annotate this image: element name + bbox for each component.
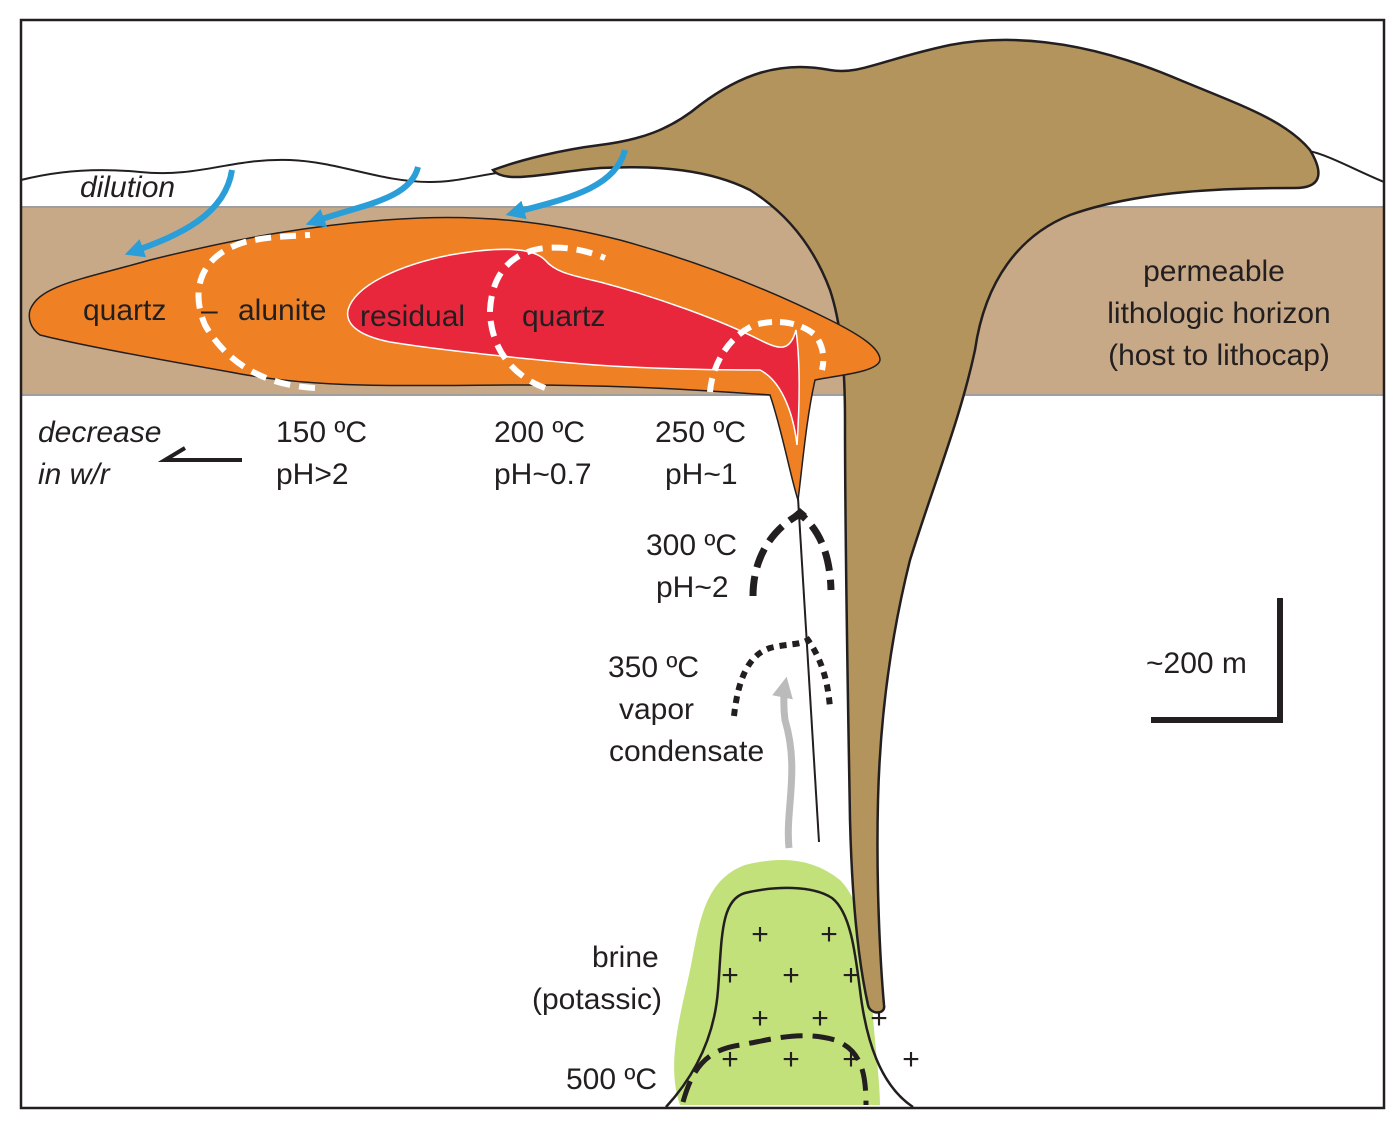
plus-mark: +	[811, 1002, 829, 1035]
dilution-arrow-middle	[305, 166, 421, 228]
scale-bar-label: ~200 m	[1146, 647, 1247, 680]
diatreme-breccia	[490, 38, 1320, 1014]
dilution-arrow-left	[124, 169, 235, 258]
intrusion-plus-marks: + + + + + + + + + + + +	[721, 918, 920, 1076]
isotherm-300	[749, 509, 835, 597]
plus-mark: +	[782, 959, 800, 992]
plus-mark: +	[782, 1043, 800, 1076]
horizon-label-line3: (host to lithocap)	[1108, 339, 1330, 372]
decrease-label-wr: in w/r	[38, 458, 111, 491]
potassic-label: (potassic)	[532, 983, 662, 1016]
temp-350-label: 350 ºC	[608, 651, 699, 684]
zone-label-quartz-left: quartz	[83, 294, 166, 327]
isotherm-200	[486, 244, 607, 391]
plus-mark: +	[842, 959, 860, 992]
plus-mark: +	[902, 1043, 920, 1076]
decrease-label: decrease	[38, 416, 161, 449]
horizon-label-line1: permeable	[1143, 255, 1285, 288]
ph-300-label: pH~2	[656, 571, 729, 604]
residual-quartz-zone	[346, 248, 800, 446]
brine-label: brine	[592, 941, 659, 974]
zone-label-quartz-right: quartz	[522, 300, 605, 333]
plus-mark: +	[820, 918, 838, 951]
dilution-label: dilution	[80, 171, 175, 204]
temp-500-label: 500 ºC	[566, 1063, 657, 1096]
plus-mark: +	[870, 1002, 888, 1035]
plus-mark: +	[842, 1043, 860, 1076]
horizon-label-line2: lithologic horizon	[1107, 297, 1330, 330]
plus-mark: +	[721, 1043, 739, 1076]
vapor-ascent-arrow	[772, 676, 796, 849]
temp-200-label: 200 ºC	[494, 416, 585, 449]
plus-mark: +	[721, 959, 739, 992]
scale-bar	[1151, 598, 1283, 723]
temp-250-label: 250 ºC	[655, 416, 746, 449]
isotherm-250	[707, 318, 827, 393]
temp-300-label: 300 ºC	[646, 529, 737, 562]
zone-label-alunite: alunite	[238, 294, 326, 327]
decrease-wr-arrow	[157, 446, 242, 462]
temp-150-label: 150 ºC	[276, 416, 367, 449]
zone-label-dash: –	[201, 294, 218, 327]
porphyry-intrusion	[665, 886, 914, 1109]
ground-surface-left	[20, 158, 521, 184]
isotherm-350	[731, 635, 833, 717]
ph-200-label: pH~0.7	[494, 458, 592, 491]
ph-250-label: pH~1	[665, 458, 738, 491]
figure-frame	[19, 18, 1386, 1110]
dilution-arrow-right	[505, 149, 628, 220]
ph-150-label: pH>2	[276, 458, 349, 491]
condensate-label: condensate	[609, 735, 764, 768]
zone-label-residual: residual	[360, 300, 465, 333]
vapor-label: vapor	[619, 693, 694, 726]
plus-mark: +	[751, 918, 769, 951]
plus-mark: +	[751, 1002, 769, 1035]
isotherm-500	[680, 1033, 869, 1106]
feeder-fault	[797, 497, 820, 843]
